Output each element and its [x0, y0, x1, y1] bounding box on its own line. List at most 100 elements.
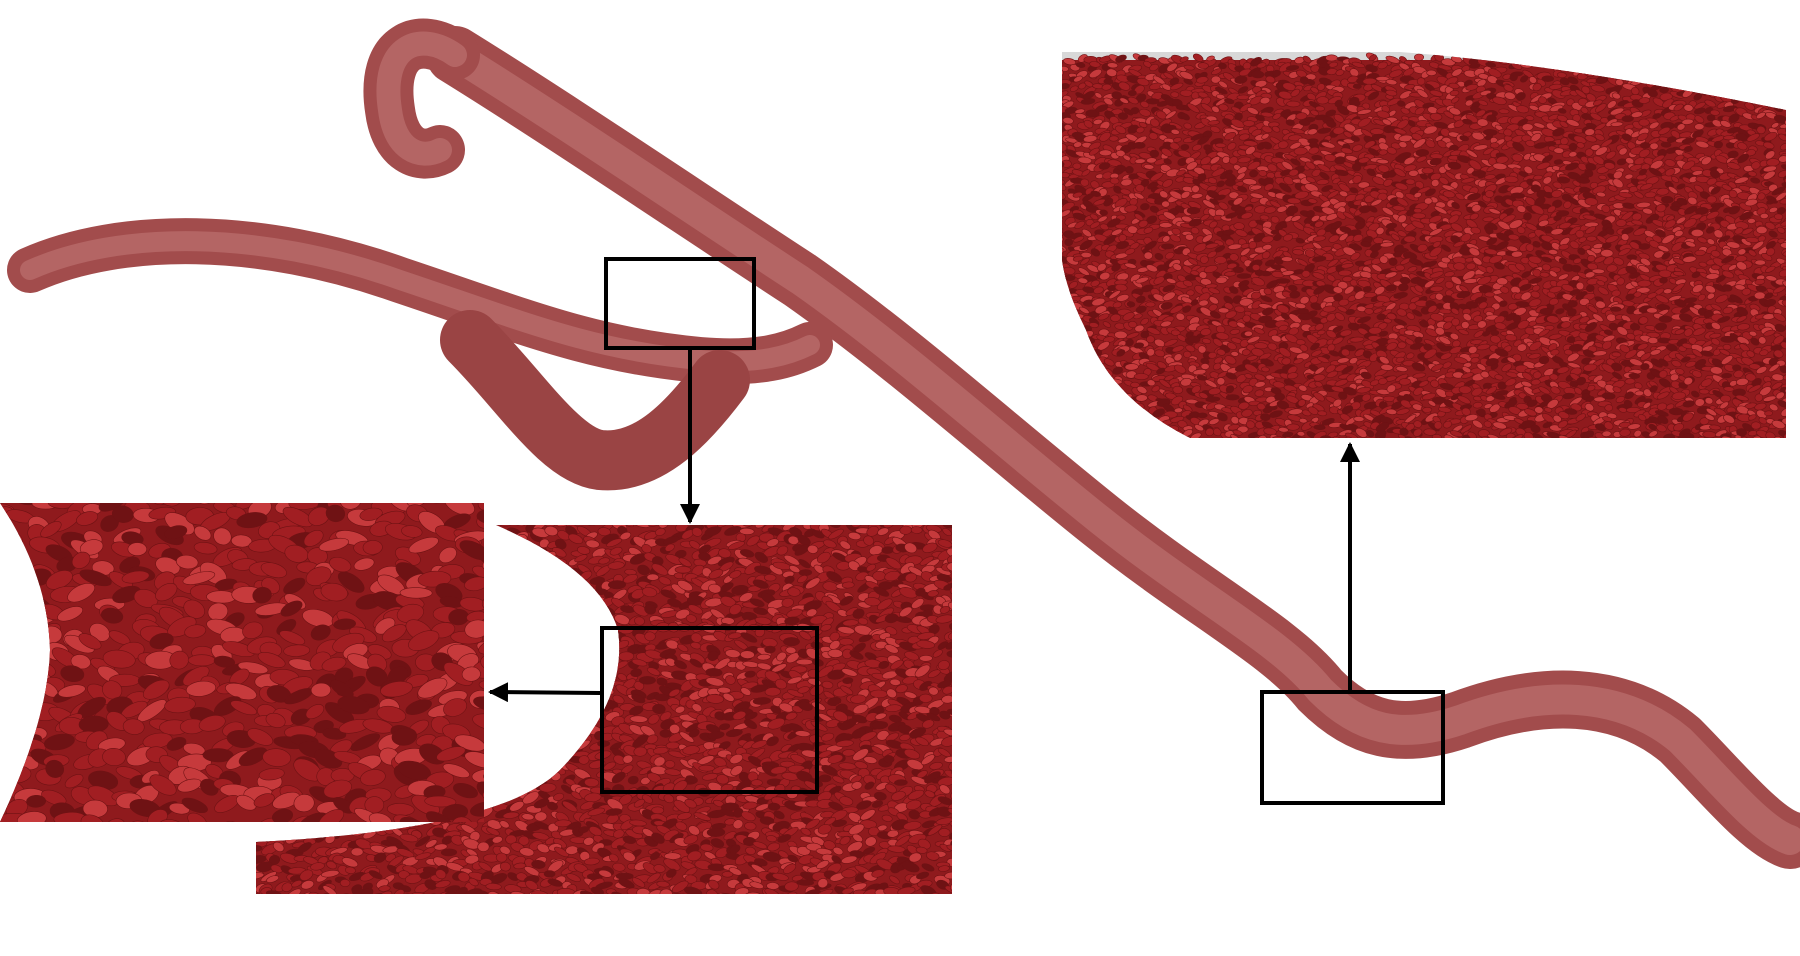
red-blood-cell	[1069, 394, 1084, 401]
red-blood-cell	[951, 522, 963, 533]
red-blood-cell	[1711, 71, 1725, 80]
red-blood-cell	[1118, 81, 1131, 91]
red-blood-cell	[1259, 96, 1271, 105]
red-blood-cell	[1064, 352, 1073, 360]
red-blood-cell	[1532, 83, 1542, 92]
red-blood-cell	[1571, 53, 1581, 62]
red-blood-cell	[1197, 62, 1209, 69]
red-blood-cell	[1254, 80, 1268, 88]
red-blood-cell	[1786, 399, 1799, 408]
red-blood-cell	[1647, 336, 1659, 345]
red-blood-cell	[1062, 315, 1064, 322]
red-blood-cell	[1789, 436, 1797, 443]
red-blood-cell	[1451, 68, 1463, 77]
red-blood-cell	[1124, 427, 1134, 437]
red-blood-cell	[1785, 58, 1786, 66]
red-blood-cell	[1103, 390, 1113, 398]
red-blood-cell	[1281, 256, 1293, 262]
red-blood-cell	[1188, 437, 1203, 449]
red-blood-cell	[1755, 91, 1770, 99]
red-blood-cell	[1689, 59, 1704, 66]
red-blood-cell	[1215, 437, 1227, 447]
red-blood-cell	[1678, 55, 1689, 63]
red-blood-cell	[1062, 215, 1064, 224]
red-blood-cell	[1783, 90, 1786, 96]
red-blood-cell	[1317, 410, 1328, 417]
red-blood-cell	[1624, 378, 1636, 385]
red-blood-cell	[1658, 315, 1673, 323]
red-blood-cell	[1785, 286, 1786, 295]
red-blood-cell	[1090, 415, 1100, 424]
red-blood-cell	[482, 535, 498, 544]
red-blood-cell	[1704, 99, 1717, 108]
red-blood-cell	[1786, 192, 1800, 204]
red-blood-cell	[1559, 77, 1570, 86]
red-blood-cell	[1676, 80, 1687, 88]
red-blood-cell	[1742, 57, 1756, 67]
red-blood-cell	[1765, 101, 1779, 108]
red-blood-cell	[1095, 104, 1109, 113]
red-blood-cell	[1062, 316, 1075, 325]
red-blood-cell	[1788, 408, 1800, 418]
red-blood-cell	[1682, 79, 1696, 87]
red-blood-cell	[1786, 363, 1797, 373]
red-blood-cell	[1732, 68, 1744, 77]
red-blood-cell	[1062, 433, 1067, 438]
red-blood-cell	[1161, 243, 1175, 250]
red-blood-cell	[584, 525, 599, 526]
red-blood-cell	[1699, 78, 1709, 86]
red-blood-cell	[566, 580, 581, 589]
red-blood-cell	[1062, 285, 1068, 292]
red-blood-cell	[1286, 423, 1300, 431]
red-blood-cell	[1428, 441, 1440, 448]
red-blood-cell	[1107, 62, 1119, 69]
red-blood-cell	[1429, 285, 1444, 292]
red-blood-cell	[1787, 227, 1800, 234]
red-blood-cell	[1503, 84, 1514, 92]
red-blood-cell	[1234, 75, 1248, 84]
red-blood-cell	[1774, 98, 1785, 108]
red-blood-cell	[1665, 75, 1677, 85]
red-blood-cell	[1638, 243, 1651, 250]
red-blood-cell	[1108, 389, 1119, 399]
red-blood-cell	[1183, 64, 1195, 71]
red-blood-cell	[1716, 56, 1725, 63]
red-blood-cell	[1753, 62, 1763, 70]
red-blood-cell	[1490, 329, 1500, 336]
red-blood-cell	[1159, 222, 1173, 229]
red-blood-cell	[1297, 308, 1309, 315]
red-blood-cell	[1775, 86, 1784, 93]
red-blood-cell	[1211, 68, 1222, 76]
red-blood-cell	[487, 529, 501, 538]
red-blood-cell	[1659, 86, 1669, 94]
red-blood-cell	[1747, 69, 1757, 76]
red-blood-cell	[1205, 396, 1221, 403]
red-blood-cell	[1661, 195, 1674, 204]
red-blood-cell	[1485, 62, 1497, 68]
red-blood-cell	[1161, 200, 1170, 208]
red-blood-cell	[544, 581, 557, 591]
red-blood-cell	[1246, 107, 1259, 115]
red-blood-cell	[547, 561, 563, 573]
red-blood-cell	[1347, 75, 1359, 83]
red-blood-cell	[1378, 149, 1388, 156]
red-blood-cell	[1414, 53, 1424, 61]
red-blood-cell	[1355, 441, 1365, 448]
red-blood-cell	[1766, 69, 1777, 77]
red-blood-cell	[1556, 72, 1567, 78]
red-blood-cell	[1062, 410, 1064, 418]
red-blood-cell	[1414, 107, 1425, 116]
red-blood-cell	[1697, 436, 1707, 438]
red-blood-cell	[1214, 256, 1227, 265]
red-blood-cell	[1589, 65, 1601, 74]
red-blood-cell	[1728, 57, 1742, 67]
red-blood-cell	[1778, 437, 1786, 438]
red-blood-cell	[1693, 93, 1703, 101]
red-blood-cell	[1755, 69, 1768, 78]
red-blood-cell	[1186, 206, 1201, 215]
red-blood-cell	[959, 571, 972, 584]
red-blood-cell	[1126, 406, 1140, 417]
red-blood-cell	[1469, 63, 1481, 69]
red-blood-cell	[1774, 213, 1784, 220]
red-blood-cell	[1465, 83, 1479, 91]
